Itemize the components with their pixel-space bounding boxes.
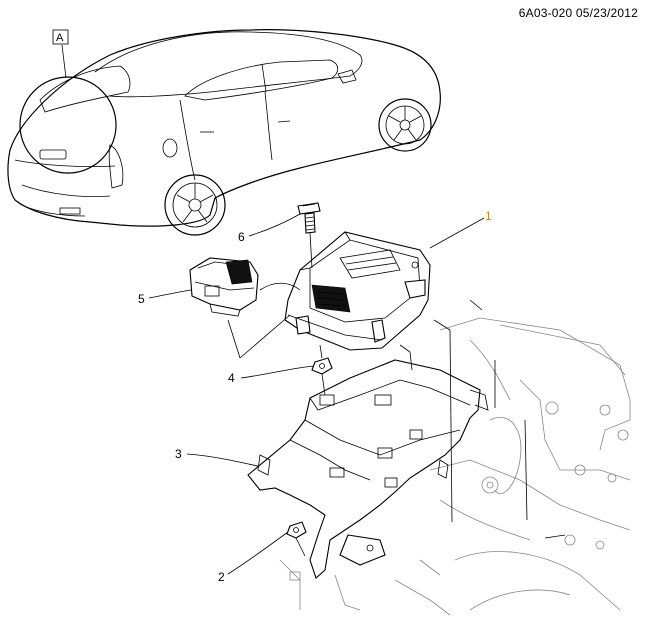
detail-circle [19, 76, 117, 174]
callout-3: 3 [175, 447, 182, 461]
callout-4: 4 [228, 371, 235, 385]
control-module [259, 231, 431, 351]
view-marker-letter: A [56, 32, 64, 44]
document-id: 6A03-020 05/23/2012 [518, 6, 638, 20]
view-marker: A [52, 29, 69, 45]
mounting-bracket [247, 359, 489, 579]
callout-5: 5 [138, 292, 145, 306]
sensor-block [189, 257, 259, 317]
callout-numbers: 1 2 3 4 5 6 [138, 209, 492, 584]
callout-1: 1 [485, 209, 492, 223]
bolt [297, 202, 321, 234]
nut-2 [286, 521, 307, 539]
vehicle-overview [7, 29, 441, 236]
floor-structure [279, 317, 631, 616]
callout-6: 6 [238, 230, 245, 244]
assembly-guide-lines [227, 232, 566, 557]
callout-leaders [148, 213, 485, 575]
callout-2: 2 [218, 570, 225, 584]
nut-4 [311, 357, 333, 375]
